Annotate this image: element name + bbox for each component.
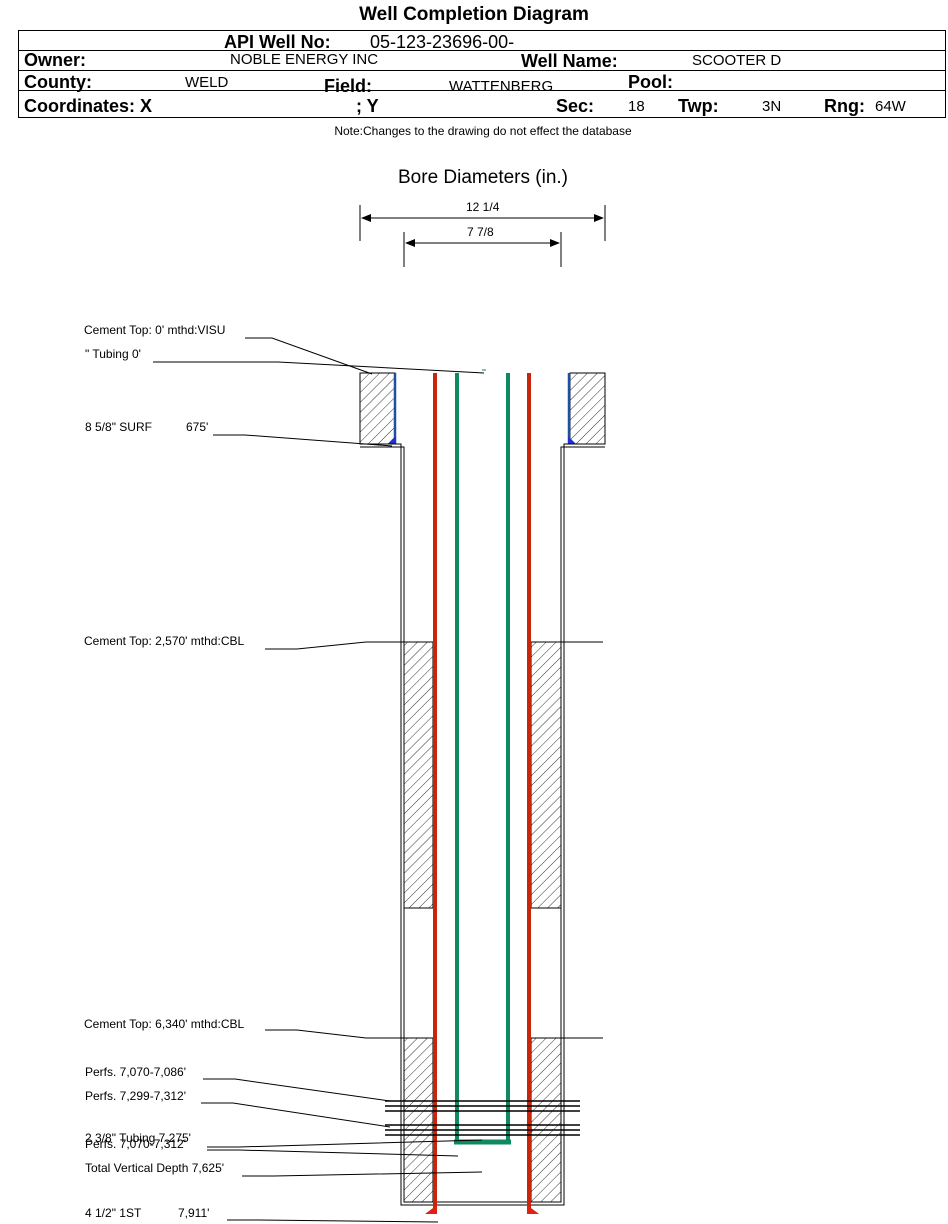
production-cement-upper-left bbox=[403, 641, 434, 909]
surface-cement-left bbox=[359, 372, 396, 445]
county-label: County: bbox=[24, 72, 92, 92]
page-title: Well Completion Diagram bbox=[359, 4, 589, 25]
perfs-2-label: Perfs. 7,299-7,312' bbox=[85, 1089, 187, 1103]
perforations-lower bbox=[385, 1124, 580, 1136]
production-shoe-right bbox=[527, 1205, 539, 1214]
api-well-value: 05-123-23696-00- bbox=[370, 32, 515, 52]
leader-perfs-2 bbox=[201, 1102, 391, 1128]
coordinates-y-label: ; Y bbox=[356, 96, 379, 116]
surface-casing-label: 8 5/8" SURF bbox=[85, 420, 152, 434]
perfs-1-label: Perfs. 7,070-7,086' bbox=[85, 1065, 187, 1079]
header-row-divider bbox=[19, 70, 945, 71]
total-depth-label: Total Vertical Depth 7,625' bbox=[85, 1161, 225, 1175]
production-casing-depth: 7,911' bbox=[178, 1206, 210, 1220]
pool-label: Pool: bbox=[628, 72, 673, 92]
database-note: Note:Changes to the drawing do not effec… bbox=[334, 124, 632, 138]
county-value: WELD bbox=[185, 74, 229, 91]
cement-top-cbl2-label: Cement Top: 6,340' mthd:CBL bbox=[84, 1017, 245, 1031]
leader-production-casing bbox=[227, 1219, 439, 1223]
borehole-wall bbox=[360, 443, 605, 1206]
leader-tubing-top bbox=[153, 361, 485, 374]
perfs-3-label: Perfs. 7,070-7,312' bbox=[85, 1137, 187, 1151]
leader-surface-casing bbox=[213, 434, 393, 447]
surface-shoe-left bbox=[388, 436, 396, 444]
production-shoe-left bbox=[425, 1205, 437, 1214]
api-well-label: API Well No: bbox=[224, 32, 331, 52]
production-cement-upper-right bbox=[530, 641, 562, 909]
leader-perfs-1 bbox=[203, 1078, 391, 1102]
cement-top-surface-label: Cement Top: 0' mthd:VISU bbox=[84, 323, 226, 337]
well-name-label: Well Name: bbox=[521, 51, 618, 71]
field-value: WATTENBERG bbox=[449, 78, 554, 95]
perforations-upper bbox=[385, 1100, 580, 1112]
surface-casing-depth: 675' bbox=[186, 420, 209, 434]
surface-shoe-right bbox=[568, 436, 576, 444]
tubing-bottom-label: 2 3/8" Tubing 7,275' bbox=[85, 1131, 191, 1145]
twp-value: 3N bbox=[762, 98, 782, 115]
sec-label: Sec: bbox=[556, 96, 595, 116]
sec-value: 18 bbox=[628, 98, 645, 115]
leader-total-depth bbox=[242, 1171, 483, 1177]
surface-cement-right bbox=[569, 372, 606, 445]
coordinates-label: Coordinates: X bbox=[24, 96, 153, 116]
header-row-divider bbox=[19, 90, 945, 91]
leader-perfs-3 bbox=[207, 1149, 459, 1157]
production-casing-label: 4 1/2" 1ST bbox=[85, 1206, 142, 1220]
bore-dimension-outer bbox=[359, 205, 606, 241]
production-cement-lower-left bbox=[403, 1037, 434, 1203]
production-cement-lower-right bbox=[530, 1037, 562, 1203]
header-table bbox=[18, 30, 946, 118]
rng-value: 64W bbox=[875, 98, 906, 115]
well-name-value: SCOOTER D bbox=[692, 52, 782, 69]
leader-tubing-bottom bbox=[207, 1139, 483, 1148]
bore-outer-label: 12 1/4 bbox=[466, 200, 500, 214]
field-label: Field: bbox=[324, 76, 372, 96]
twp-label: Twp: bbox=[678, 96, 719, 116]
bore-inner-label: 7 7/8 bbox=[467, 225, 494, 239]
owner-label: Owner: bbox=[24, 50, 87, 70]
leader-cement-top-cbl1 bbox=[265, 641, 404, 650]
tubing-top-label: " Tubing 0' bbox=[85, 347, 141, 361]
header-row-divider bbox=[19, 50, 945, 51]
cement-top-cbl1-label: Cement Top: 2,570' mthd:CBL bbox=[84, 634, 245, 648]
diagram-title: Bore Diameters (in.) bbox=[398, 167, 568, 188]
bore-dimension-inner bbox=[403, 232, 562, 267]
owner-value: NOBLE ENERGY INC bbox=[230, 51, 379, 68]
leader-cement-top-surface bbox=[245, 337, 373, 375]
leader-cement-top-cbl2 bbox=[265, 1029, 404, 1039]
rng-label: Rng: bbox=[824, 96, 865, 116]
